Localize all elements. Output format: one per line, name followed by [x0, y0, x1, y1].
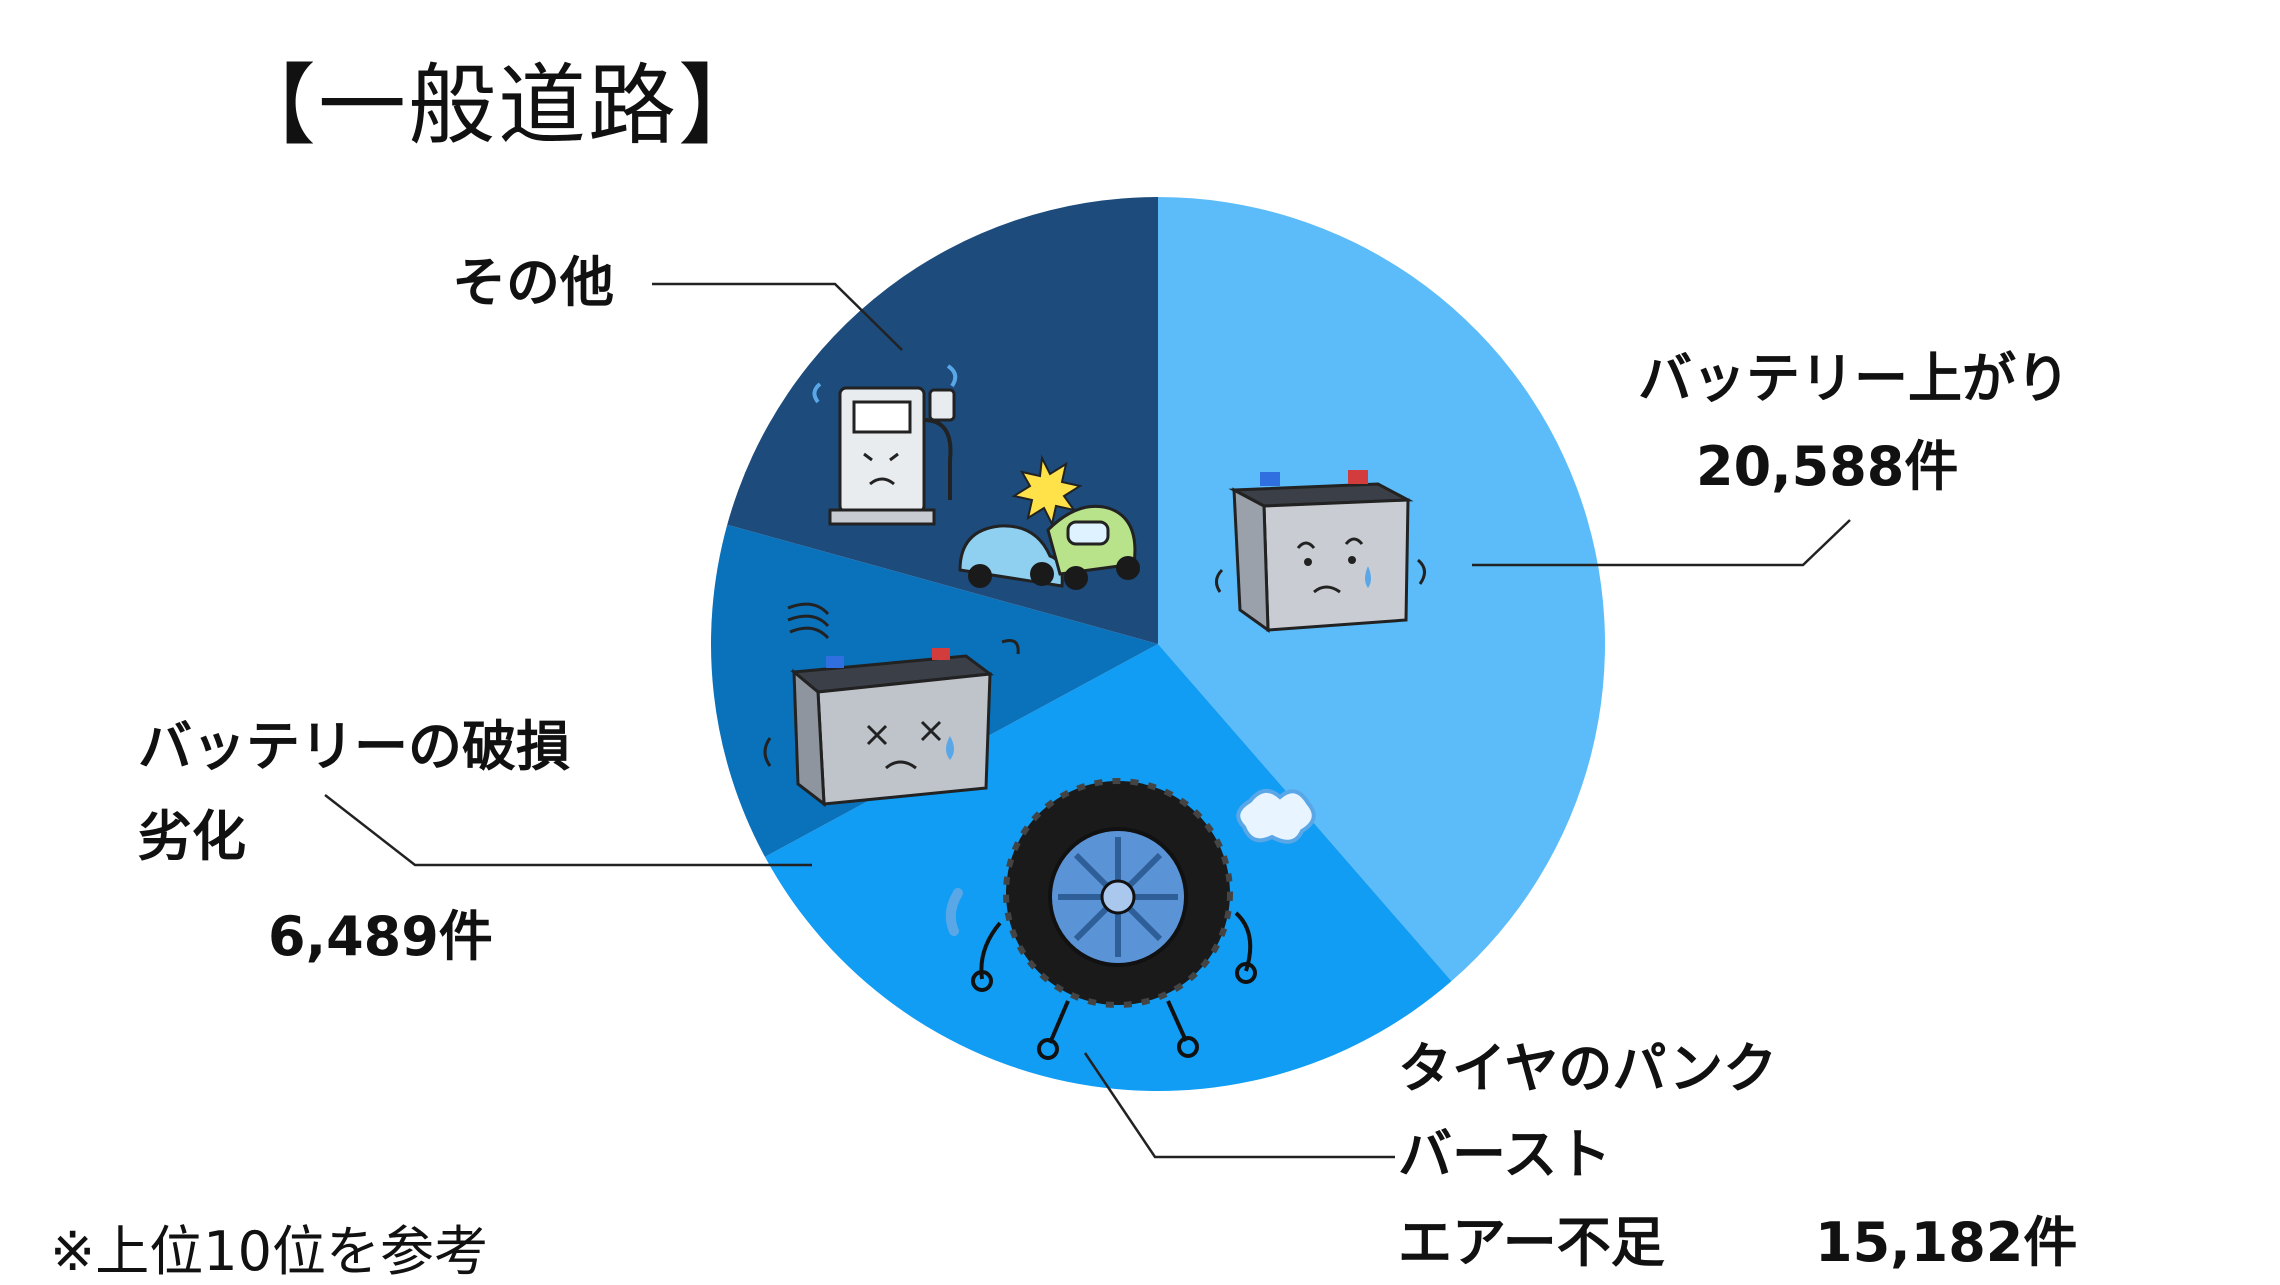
- label-tire-line3: エアー不足: [1398, 1211, 1665, 1274]
- broken-battery-icon: [763, 602, 1020, 808]
- leader-line-battery-damage: [324, 794, 812, 867]
- label-battery-drain: バッテリー上がり: [1638, 347, 2070, 410]
- label-battery-damage-line2: 劣化: [138, 805, 246, 868]
- label-tire-line1: タイヤのパンク: [1398, 1037, 1778, 1100]
- tired-tire-icon: [945, 778, 1316, 1060]
- page-title: 【一般道路】: [228, 54, 769, 157]
- label-tire-line2: バースト: [1398, 1123, 1612, 1186]
- leader-line-other: [652, 282, 903, 351]
- sad-battery-icon: [1215, 470, 1426, 633]
- footnote: ※上位10位を参考: [50, 1220, 488, 1283]
- leader-line-tire: [1083, 1052, 1395, 1159]
- label-other: その他: [452, 251, 614, 314]
- value-battery-damage: 6,489件: [268, 905, 493, 968]
- label-battery-damage-line1: バッテリーの破損: [138, 715, 570, 778]
- fuel-pump-and-collision-icon: [812, 364, 1140, 590]
- leader-lines: [324, 282, 1851, 1159]
- value-tire: 15,182件: [1815, 1211, 2078, 1274]
- value-battery-drain: 20,588件: [1696, 435, 1959, 498]
- leader-line-battery-drain: [1472, 519, 1851, 567]
